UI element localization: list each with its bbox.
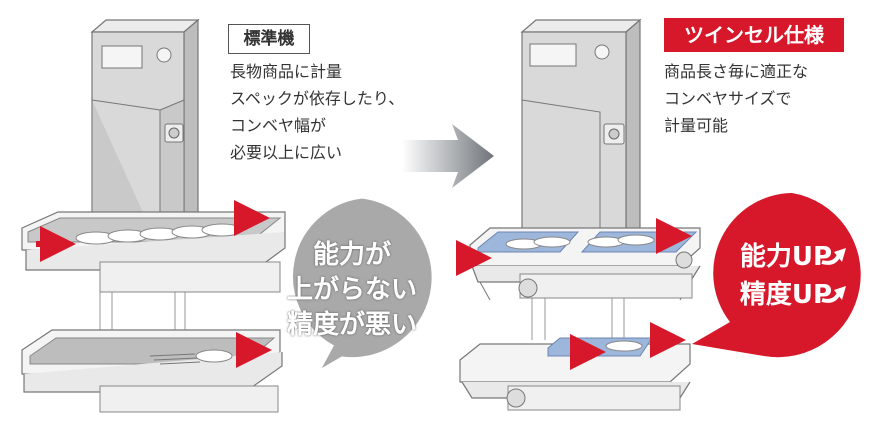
- description-line: コンベヤサイズで: [664, 89, 792, 108]
- flow-arrow-icon: [402, 124, 494, 188]
- standard-machine-label: 標準機: [228, 24, 310, 54]
- twin-cell-tower: [520, 18, 642, 340]
- twin-cell-bubble-text: 能力UP 精度UP: [712, 238, 860, 314]
- description-line: コンベヤ幅が: [230, 116, 327, 135]
- twin-cell-label: ツインセル仕様: [664, 18, 844, 52]
- standard-upper-conveyor: [21, 200, 286, 293]
- standard-machine: [21, 18, 435, 413]
- description-line: 商品長さ毎に適正な: [664, 62, 809, 81]
- bubble-line: 能力が: [312, 240, 391, 270]
- description-line: 計量可能: [664, 116, 729, 135]
- description-line: スペックが依存したり、: [230, 89, 405, 108]
- product-row: [75, 223, 243, 245]
- description-line: 必要以上に広い: [230, 143, 343, 162]
- bubble-line: 上がらない: [286, 275, 417, 305]
- standard-bubble-text: 能力が 上がらない 精度が悪い: [282, 238, 422, 343]
- twin-cell-speech-bubble: [692, 193, 861, 358]
- description-line: 長物商品に計量: [230, 62, 343, 81]
- bubble-line: 精度が悪い: [286, 310, 417, 340]
- curved-up-arrow-icon: [821, 248, 846, 265]
- twin-cell-lower-conveyor: [459, 322, 691, 411]
- bubble-line: 能力UP: [739, 242, 833, 272]
- standard-machine-description: 長物商品に計量 スペックが依存したり、 コンベヤ幅が 必要以上に広い: [230, 58, 404, 166]
- twin-cell-machine: [456, 18, 861, 411]
- bubble-line: 精度UP: [739, 280, 833, 310]
- standard-lower-conveyor: [21, 329, 283, 413]
- twin-cell-description: 商品長さ毎に適正な コンベヤサイズで 計量可能: [664, 58, 808, 139]
- twin-cell-upper-conveyor: [456, 218, 701, 301]
- standard-speech-bubble: [290, 195, 435, 376]
- curved-up-arrow-icon: [821, 286, 846, 303]
